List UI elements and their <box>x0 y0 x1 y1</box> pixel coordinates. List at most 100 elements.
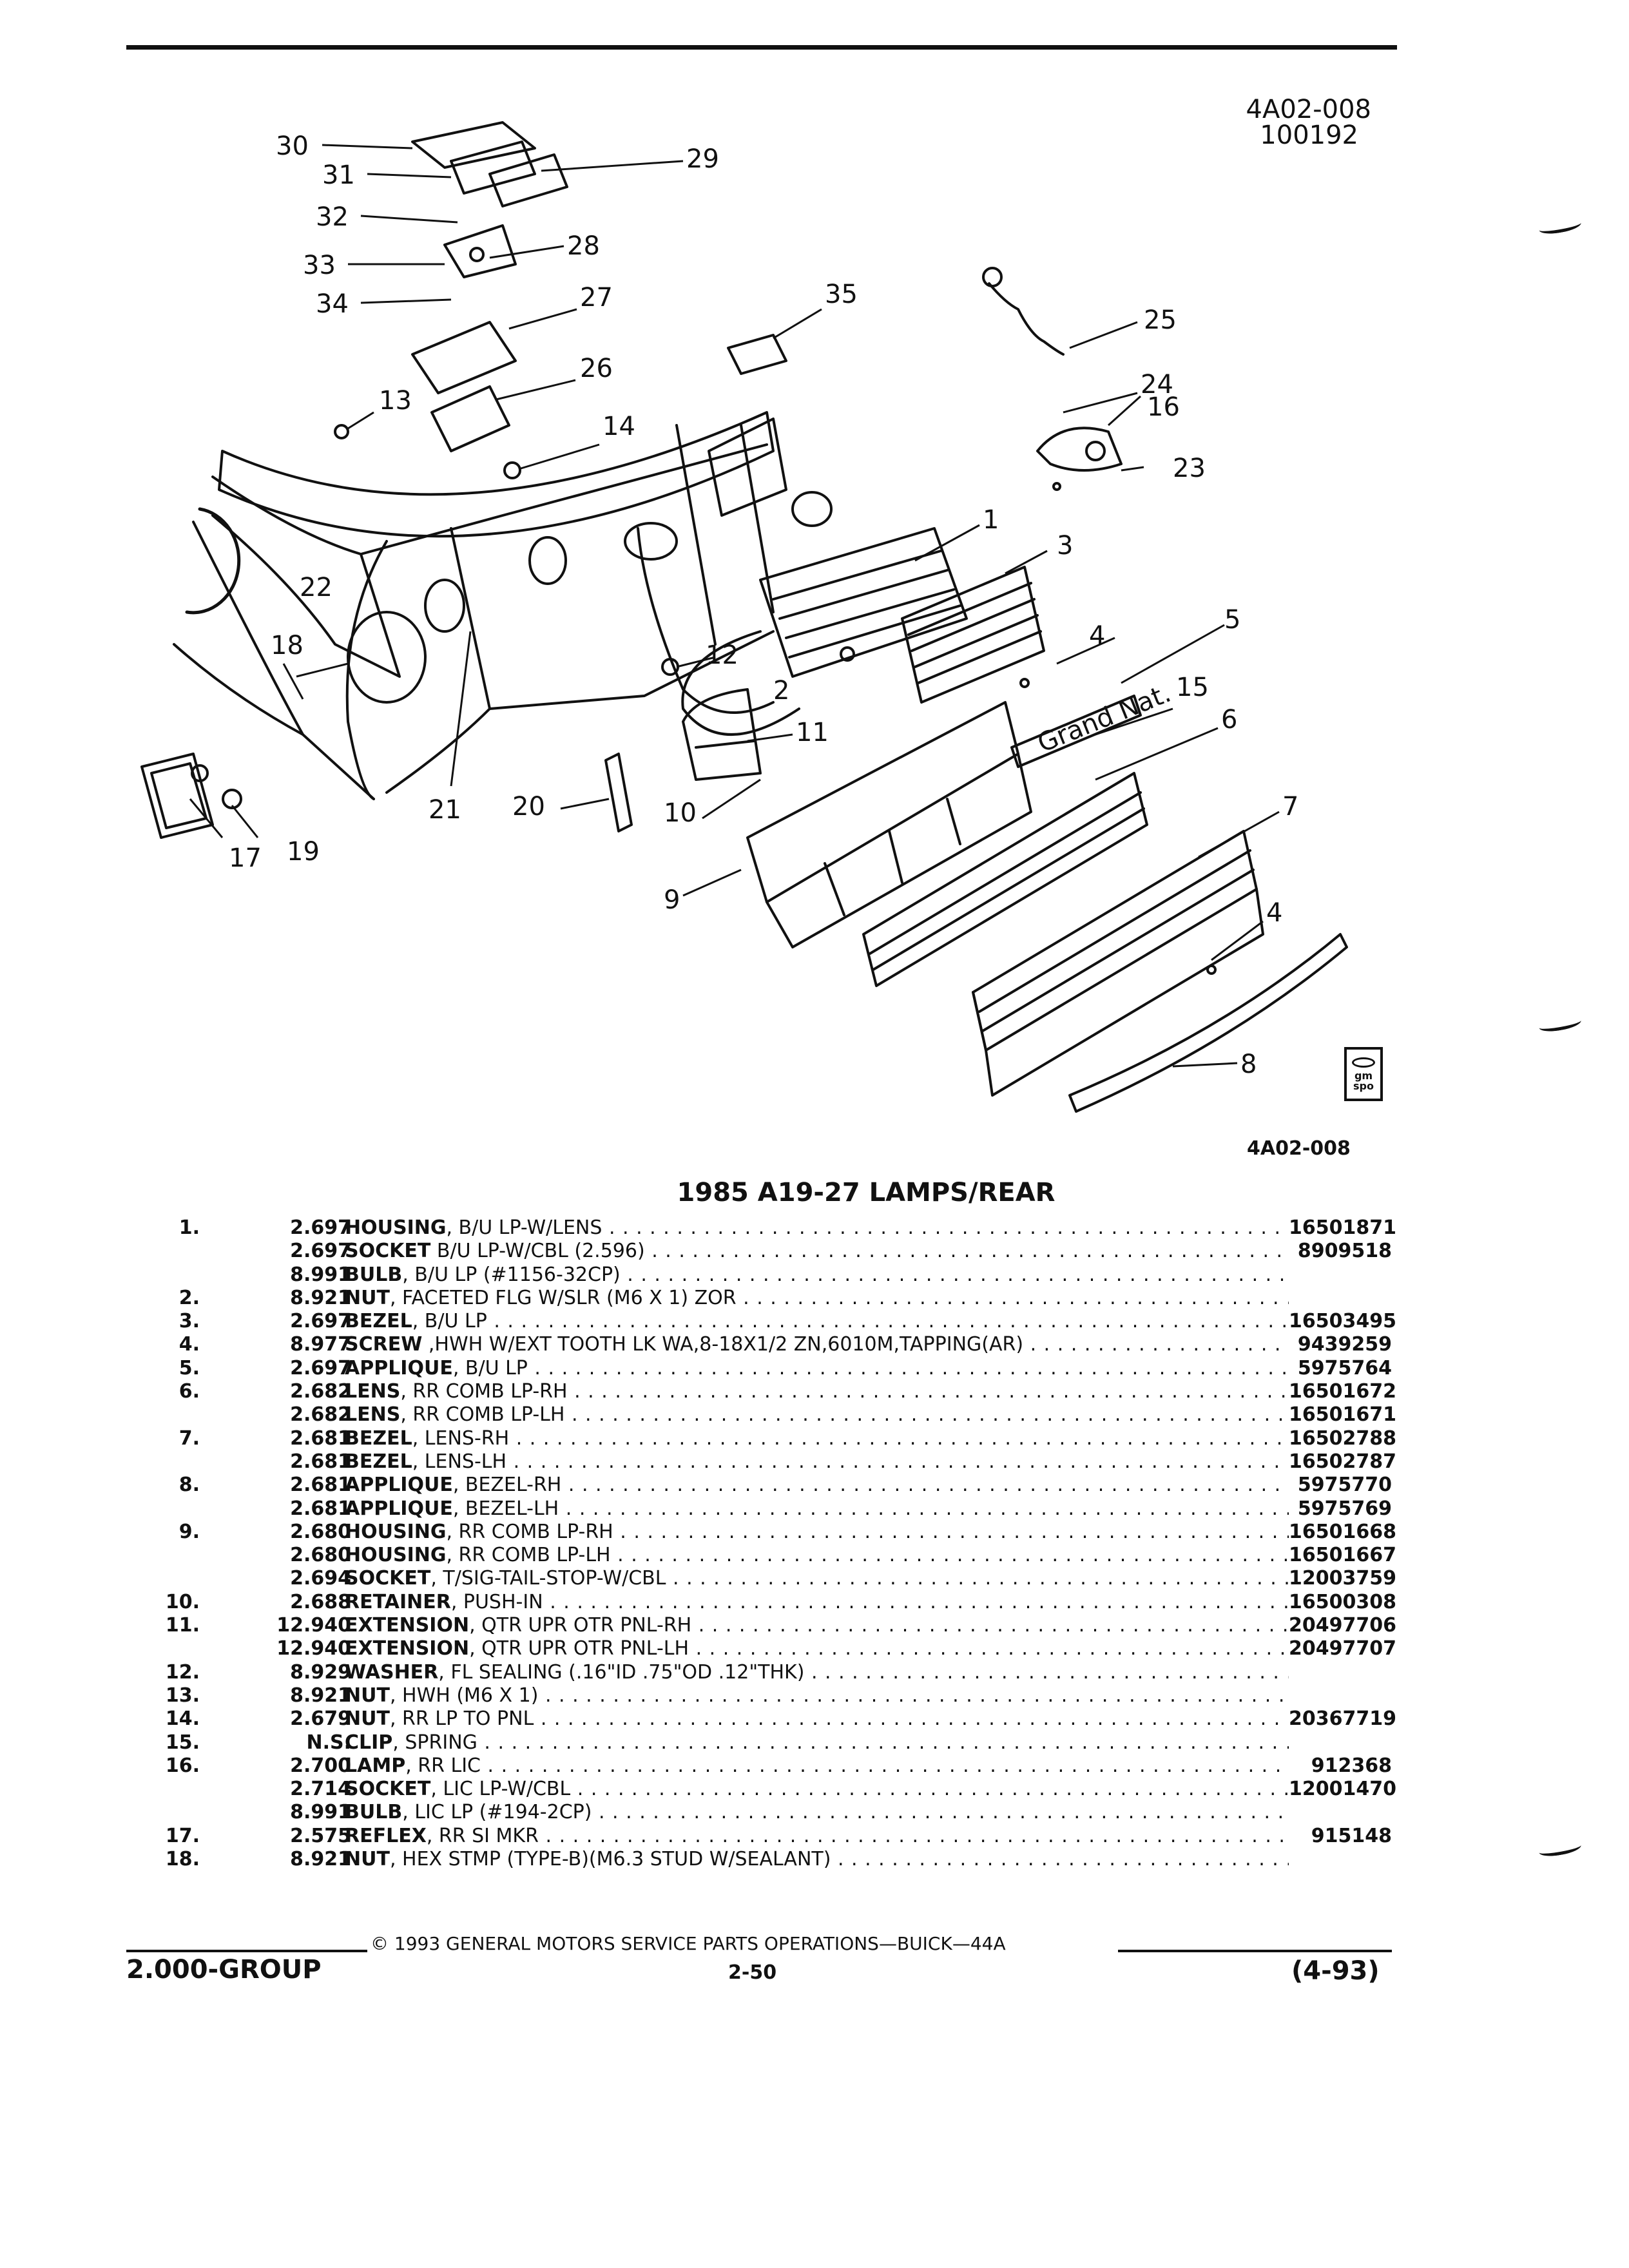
part-number: 9439259 <box>1297 1333 1392 1356</box>
part-name: HOUSING <box>345 1520 447 1543</box>
part-number: 16502787 <box>1289 1450 1396 1473</box>
callout-17[interactable]: 17 <box>229 843 262 873</box>
part-description: NUT, RR LP TO PNL <box>345 1707 1289 1731</box>
part-description: SOCKET B/U LP-W/CBL (2.596) <box>345 1240 1289 1263</box>
part-description: BULB, LIC LP (#194-2CP) <box>345 1801 1289 1824</box>
callout-24[interactable]: 24 <box>1141 370 1173 399</box>
callout-15[interactable]: 15 <box>1176 673 1209 702</box>
callout-25[interactable]: 25 <box>1144 305 1177 335</box>
callout-21[interactable]: 21 <box>429 795 461 825</box>
part-detail: , LIC LP-W/CBL <box>430 1778 571 1801</box>
part-number: 915148 <box>1311 1824 1392 1847</box>
group-code: 2.680 <box>290 1544 351 1567</box>
quarter-panel-extension <box>682 688 762 781</box>
part-number: 20367719 <box>1289 1707 1396 1731</box>
diagram-code: 4A02-008 <box>1246 95 1372 124</box>
callout-28[interactable]: 28 <box>567 231 600 261</box>
callout-8[interactable]: 8 <box>1240 1050 1257 1079</box>
rear-side-marker-reflex <box>140 753 242 839</box>
part-detail: ,HWH W/EXT TOOTH LK WA,8-18X1/2 ZN,6010M… <box>422 1333 1024 1356</box>
callout-1[interactable]: 1 <box>983 505 999 535</box>
group-code: 12.940 <box>276 1637 351 1660</box>
callout-33[interactable]: 33 <box>303 251 336 280</box>
group-code: 8.921 <box>290 1286 351 1309</box>
gm-spo-logo: gm spo <box>1344 1047 1383 1101</box>
binding-mark <box>1537 1839 1583 1859</box>
part-number: 16503495 <box>1289 1310 1396 1333</box>
part-number: 16501871 <box>1289 1216 1396 1239</box>
callout-7[interactable]: 7 <box>1282 792 1298 822</box>
part-description: REFLEX, RR SI MKR <box>345 1825 1289 1848</box>
copyright-notice: © 1993 GENERAL MOTORS SERVICE PARTS OPER… <box>371 1933 1006 1954</box>
part-name: LENS <box>345 1403 401 1427</box>
part-description: SOCKET, T/SIG-TAIL-STOP-W/CBL <box>345 1567 1289 1590</box>
callout-6[interactable]: 6 <box>1221 705 1237 735</box>
group-code: 12.940 <box>276 1614 351 1637</box>
callout-5[interactable]: 5 <box>1224 605 1240 635</box>
callout-4b[interactable]: 4 <box>1266 898 1282 928</box>
part-number: 16501668 <box>1289 1520 1396 1543</box>
part-number: 5975764 <box>1297 1356 1392 1379</box>
group-code: 2.688 <box>290 1590 351 1613</box>
callout-30[interactable]: 30 <box>276 131 309 161</box>
group-code: 8.991 <box>290 1801 351 1824</box>
callout-14[interactable]: 14 <box>602 412 635 441</box>
callout-13[interactable]: 13 <box>379 386 412 416</box>
part-name: BEZEL <box>345 1310 412 1333</box>
callout-29[interactable]: 29 <box>686 144 719 174</box>
callout-27[interactable]: 27 <box>580 283 613 312</box>
part-number: 912368 <box>1311 1754 1392 1777</box>
callout-11[interactable]: 11 <box>796 718 829 747</box>
callout-3[interactable]: 3 <box>1057 531 1073 561</box>
part-detail: , FACETED FLG W/SLR (M6 X 1) ZOR <box>389 1286 737 1309</box>
callout-4a[interactable]: 4 <box>1089 621 1105 651</box>
part-name: SOCKET <box>345 1240 431 1263</box>
part-name: BEZEL <box>345 1427 412 1450</box>
callout-2[interactable]: 2 <box>773 676 789 706</box>
callout-10[interactable]: 10 <box>664 798 697 828</box>
callout-22[interactable]: 22 <box>300 573 333 602</box>
callout-16[interactable]: 16 <box>1147 392 1180 422</box>
callout-19[interactable]: 19 <box>287 837 320 867</box>
callout-18[interactable]: 18 <box>271 631 304 660</box>
part-description: BEZEL, LENS-RH <box>345 1427 1289 1450</box>
callout-12[interactable]: 12 <box>706 640 738 670</box>
callout-20[interactable]: 20 <box>512 792 545 822</box>
callout-31[interactable]: 31 <box>322 160 355 190</box>
callout-26[interactable]: 26 <box>580 354 613 383</box>
part-detail: B/U LP-W/CBL (2.596) <box>430 1240 645 1263</box>
part-number: 5975769 <box>1297 1497 1392 1520</box>
item-number: 8. <box>178 1474 200 1497</box>
socket-connector <box>982 267 1003 287</box>
group-number: 2.000-GROUP <box>126 1955 322 1984</box>
part-detail: , RR SI MKR <box>426 1824 539 1847</box>
callout-34[interactable]: 34 <box>316 289 349 319</box>
part-detail: , B/U LP-W/LENS <box>446 1216 602 1239</box>
item-number: 18. <box>165 1848 200 1871</box>
callout-32[interactable]: 32 <box>316 202 349 232</box>
part-detail: , LENS-LH <box>412 1450 507 1473</box>
exploded-parts-diagram: Grand Nat. <box>140 121 1348 1113</box>
part-detail: , RR COMB LP-RH <box>400 1380 568 1403</box>
item-number: 13. <box>165 1684 200 1707</box>
group-code: 8.921 <box>290 1684 351 1707</box>
item-number: 17. <box>165 1824 200 1847</box>
callout-35[interactable]: 35 <box>825 280 858 309</box>
callout-numbers: 1 2 3 4 4 5 6 7 8 9 10 11 12 13 14 15 16… <box>229 131 1298 1079</box>
group-code: 2.681 <box>290 1450 351 1473</box>
part-name: LENS <box>345 1380 401 1403</box>
leader-lines <box>189 144 1280 1068</box>
callout-9[interactable]: 9 <box>664 885 680 915</box>
group-code: 8.991 <box>290 1263 351 1286</box>
callout-23[interactable]: 23 <box>1173 454 1206 483</box>
item-number: 11. <box>165 1614 200 1637</box>
